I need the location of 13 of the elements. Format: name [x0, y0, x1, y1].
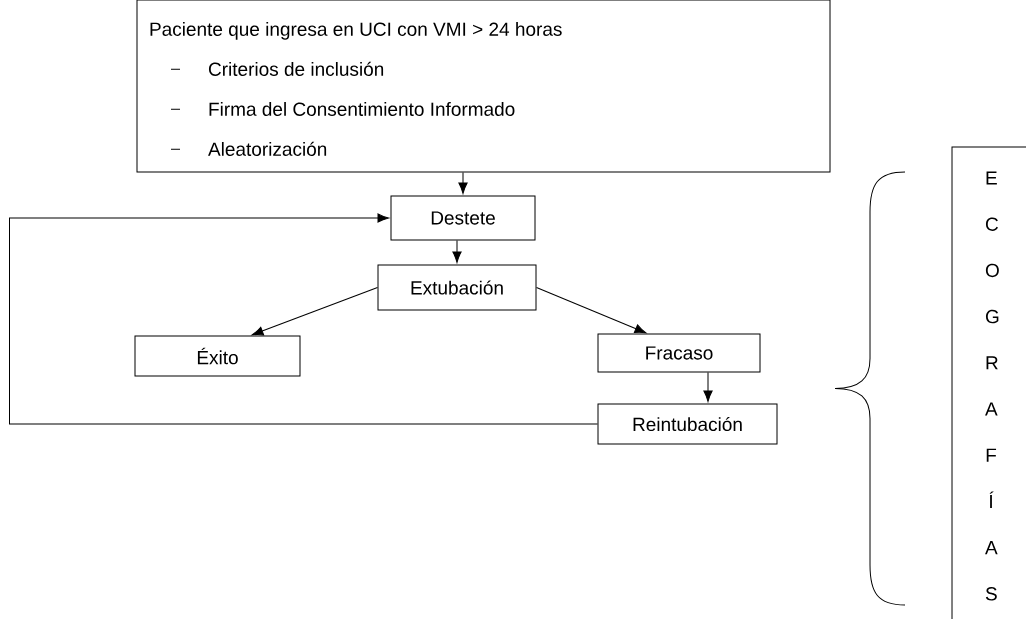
- arrow: [452, 240, 462, 263]
- process-box: Reintubación: [597, 403, 778, 445]
- arrow: [703, 372, 713, 402]
- arrow: [536, 287, 647, 334]
- process-box: Destete: [390, 195, 536, 241]
- arrow: [458, 172, 468, 194]
- vertical-label-box: E C O G R A F Í A S: [951, 146, 1026, 619]
- process-box: Fracaso: [597, 333, 761, 373]
- arrow: [251, 287, 378, 336]
- text-box: Paciente que ingresa en UCI con VMI > 24 horas Criterios de inclusión Firma del Consentimiento Informado Aleatorización: [136, 0, 831, 173]
- arrow: [9, 213, 598, 425]
- process-box: Éxito: [134, 335, 301, 377]
- process-box: Extubación: [377, 264, 537, 311]
